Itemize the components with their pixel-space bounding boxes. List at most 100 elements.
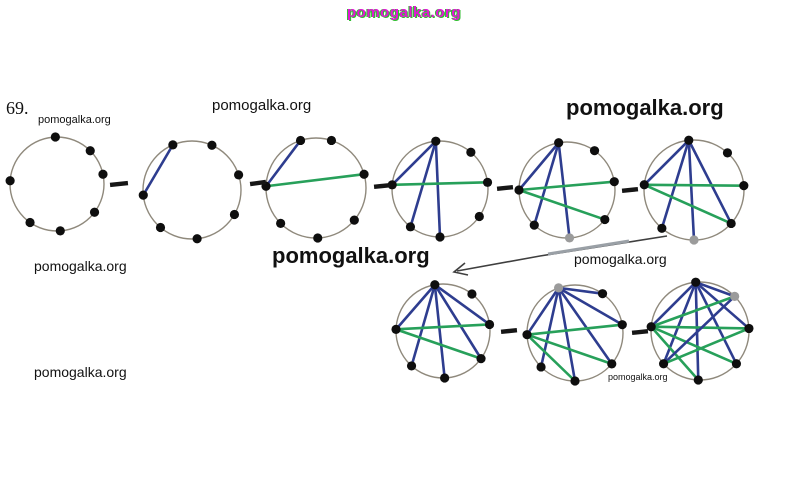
step-circle (261, 135, 369, 243)
vertex-dot (5, 176, 15, 186)
equals-dash (249, 179, 267, 187)
vertex-dot (440, 373, 450, 383)
pen-stroke (547, 239, 630, 256)
vertex-dot (276, 218, 286, 228)
vertex-dot (529, 220, 539, 230)
chord-blue (694, 280, 751, 330)
vertex-dot (405, 222, 416, 232)
equals-dash (109, 180, 129, 188)
vertex-dot (430, 280, 440, 290)
vertex-dot (484, 319, 495, 330)
vertex-dot (617, 320, 627, 330)
vertex-dot (474, 211, 484, 222)
watermark-large-right: pomogalka.org (566, 95, 724, 120)
equals-dash (500, 327, 518, 335)
vertex-dot (98, 169, 108, 179)
chord-green (649, 295, 736, 329)
chord-blue (557, 286, 614, 366)
chord-blue (532, 141, 560, 227)
chord-blue (694, 280, 736, 298)
chord-blue (539, 286, 560, 369)
watermark-small-top: pomogalka.org (38, 114, 111, 126)
chord-green (525, 323, 624, 336)
vertex-dot (564, 233, 575, 243)
equals-dash (373, 182, 391, 190)
vertex-dot (639, 180, 649, 190)
chord-blue (557, 286, 604, 295)
vertex-dot (467, 289, 477, 299)
equals-dash (621, 186, 639, 194)
vertex-dot (25, 217, 35, 228)
arrowhead (452, 262, 469, 276)
vertex-dot (722, 148, 733, 158)
chord-green (642, 183, 733, 225)
chord-blue (394, 283, 437, 331)
chord-blue (687, 138, 696, 242)
chord-green (517, 188, 607, 221)
vertex-dot (689, 235, 699, 245)
vertex-dot (476, 354, 486, 364)
vertex-dot (89, 207, 100, 217)
chord-blue (141, 143, 175, 197)
vertex-dot (684, 135, 694, 145)
circle-outline (142, 140, 242, 240)
chord-green (662, 327, 751, 366)
chord-blue (557, 286, 624, 326)
chord-blue (433, 283, 446, 380)
vertex-dot (391, 324, 401, 334)
chord-blue (264, 139, 302, 188)
step-circle (639, 135, 749, 245)
step-circle (514, 138, 619, 243)
chord-green (642, 183, 746, 187)
watermark-right-mid: pomogalka.org (574, 251, 667, 267)
vertex-dot (326, 135, 337, 146)
vertex-dot (168, 140, 178, 150)
vertex-dot (50, 132, 60, 142)
vertex-dot (553, 283, 564, 293)
chord-blue (662, 280, 698, 366)
chord-blue (434, 139, 442, 239)
chord-blue (433, 283, 491, 326)
vertex-dot (744, 323, 754, 334)
vertex-dot (570, 376, 580, 386)
vertex-dot (536, 362, 546, 372)
vertex-dot (482, 177, 493, 187)
vertex-dot (646, 322, 656, 332)
vertex-dot (359, 169, 369, 179)
step-circle (387, 136, 493, 242)
vertex-dot (730, 291, 740, 301)
chord-green (525, 333, 614, 366)
chord-blue (649, 280, 698, 329)
chord-blue (694, 280, 738, 366)
vertex-dot (349, 215, 359, 225)
vertex-dot (435, 232, 445, 242)
chord-green (264, 172, 366, 188)
chord-blue (517, 141, 560, 192)
chord-green (649, 325, 738, 366)
vertex-dot (234, 170, 244, 180)
equals-dash (631, 328, 649, 336)
step-circle (391, 280, 495, 383)
chord-green (390, 181, 489, 187)
watermark-left-bottom: pomogalka.org (34, 364, 127, 380)
vertex-dot (514, 185, 524, 195)
vertex-dot (406, 361, 417, 371)
vertex-dot (155, 222, 166, 233)
watermark-large-center: pomogalka.org (272, 243, 430, 268)
chord-blue (433, 283, 483, 360)
vertex-dot (693, 375, 703, 385)
vertex-dot (597, 289, 608, 299)
vertex-dot (691, 277, 701, 287)
chord-green (394, 323, 491, 331)
equals-dash (496, 184, 514, 192)
vertex-dot (739, 181, 749, 191)
chord-blue (557, 141, 571, 240)
chord-blue (642, 138, 691, 187)
vertex-dot (85, 146, 95, 156)
vertex-dot (658, 359, 669, 369)
vertex-dot (607, 359, 617, 369)
watermark-left-mid: pomogalka.org (34, 258, 127, 274)
vertex-dot (522, 330, 532, 340)
vertex-dot (589, 146, 600, 156)
step-circle (138, 140, 244, 244)
